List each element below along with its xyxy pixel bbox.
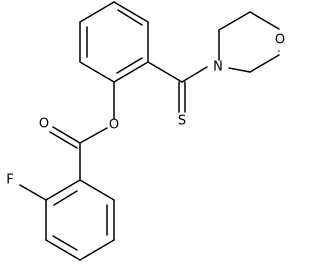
bond: [249, 54, 280, 73]
structure-canvas: O N O S O F: [6, 1, 285, 261]
carbonyl-double-bond: [49, 126, 81, 149]
bond: [52, 126, 81, 144]
atom-labels: O N O S O F: [6, 33, 285, 188]
bond: [45, 179, 81, 201]
bond: [218, 11, 251, 31]
atom-label-carbonyl-oxygen: O: [39, 117, 49, 132]
bond: [113, 61, 149, 83]
double-bond-inner: [53, 190, 78, 206]
bond: [79, 61, 115, 83]
bond-ester-oxygen-to-carbonyl: [79, 127, 108, 144]
bond: [79, 239, 115, 261]
double-bond-inner: [117, 9, 143, 26]
double-bond-inner: [116, 57, 143, 74]
atom-label-fluorine: F: [6, 173, 13, 188]
bond: [79, 1, 115, 23]
bond: [113, 1, 149, 23]
atom-label-ester-oxygen: O: [109, 118, 119, 133]
upper-benzene-ring: [79, 1, 149, 83]
bond: [228, 67, 251, 73]
bond-ring-to-fluorine: [19, 184, 47, 201]
atom-label-ring-oxygen: O: [275, 33, 285, 48]
bond: [249, 11, 280, 30]
bond: [45, 239, 81, 261]
atom-label-sulfur: S: [178, 114, 186, 129]
thiocarbonyl-double-bond: [178, 81, 186, 113]
bond-ring-to-thiocarbonyl: [147, 61, 183, 83]
bond-thiocarbonyl-to-nitrogen: [181, 66, 208, 83]
lower-benzene-ring: [45, 179, 115, 261]
morpholine-ring: [218, 11, 280, 73]
bond: [79, 179, 115, 201]
bond: [49, 131, 78, 149]
double-bond-inner: [52, 235, 78, 251]
chemical-structure-diagram: O N O S O F: [6, 1, 285, 261]
atom-label-nitrogen: N: [213, 60, 223, 75]
